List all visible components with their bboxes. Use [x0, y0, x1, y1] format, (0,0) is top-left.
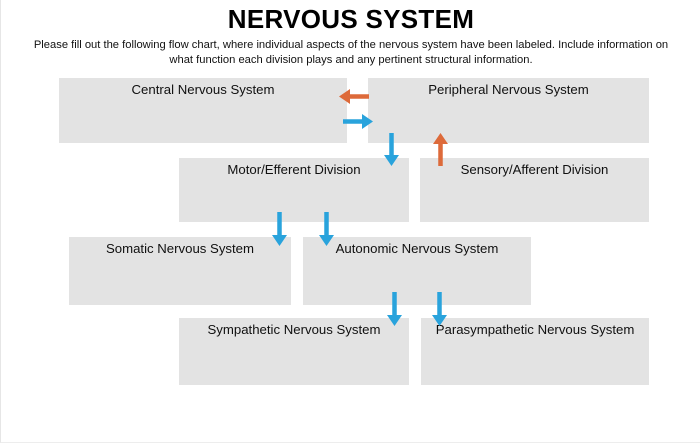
arrow-cns-to-pns-icon [343, 114, 373, 129]
flowchart-node-motor[interactable]: Motor/Efferent Division [179, 158, 409, 222]
flowchart-node-parasympathetic[interactable]: Parasympathetic Nervous System [421, 318, 649, 385]
flowchart-node-autonomic[interactable]: Autonomic Nervous System [303, 237, 531, 305]
flowchart-node-sympathetic[interactable]: Sympathetic Nervous System [179, 318, 409, 385]
flowchart-node-label: Sympathetic Nervous System [207, 322, 381, 337]
flowchart-node-label: Autonomic Nervous System [335, 241, 499, 256]
arrow-motor-to-somatic-icon [272, 212, 287, 246]
arrow-pns-to-cns-icon [339, 89, 369, 104]
arrow-motor-to-autonomic-icon [319, 212, 334, 246]
arrow-auto-to-sympathetic-icon [387, 292, 402, 326]
flowchart-node-somatic[interactable]: Somatic Nervous System [69, 237, 291, 305]
flowchart-node-label: Peripheral Nervous System [428, 82, 589, 97]
flowchart-node-sensory[interactable]: Sensory/Afferent Division [420, 158, 649, 222]
flowchart-node-label: Sensory/Afferent Division [460, 162, 609, 177]
flowchart-node-label: Motor/Efferent Division [227, 162, 361, 177]
page-title: NERVOUS SYSTEM [227, 4, 475, 34]
flowchart-node-pns[interactable]: Peripheral Nervous System [368, 78, 649, 143]
arrow-sensory-to-pns-icon [433, 133, 448, 166]
flowchart-node-label: Parasympathetic Nervous System [435, 322, 635, 337]
arrow-pns-to-motor-icon [384, 133, 399, 166]
arrow-auto-to-parasympathetic-icon [432, 292, 447, 326]
flowchart-node-label: Somatic Nervous System [105, 241, 255, 256]
flowchart-node-label: Central Nervous System [131, 82, 275, 97]
flowchart-node-cns[interactable]: Central Nervous System [59, 78, 347, 143]
instructions-text: Please fill out the following flow chart… [33, 39, 669, 66]
